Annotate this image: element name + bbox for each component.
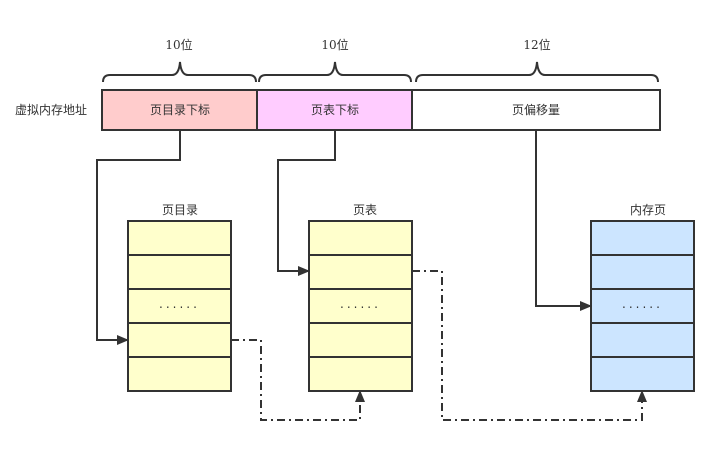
table-row <box>127 288 232 324</box>
table-row <box>127 254 232 290</box>
brace-offset <box>415 61 659 83</box>
table-row <box>308 356 413 392</box>
memory-page-table: ...... <box>590 220 695 392</box>
virtual-address-bar: 页目录下标 页表下标 页偏移量 <box>101 89 661 131</box>
ellipsis-label: ...... <box>622 297 663 311</box>
memory-page-title: 内存页 <box>630 203 666 217</box>
segment-table-index-label: 页表下标 <box>311 103 359 117</box>
page-table-title: 页表 <box>353 203 377 217</box>
arrow-table-index-to-page-table <box>277 130 336 276</box>
table-row <box>308 322 413 358</box>
table-row <box>127 322 232 358</box>
table-row <box>590 322 695 358</box>
segment-page-offset-label: 页偏移量 <box>512 102 560 117</box>
brace-label-directory-bits: 10位 <box>165 37 192 52</box>
table-row <box>308 254 413 290</box>
virtual-address-label: 虚拟内存地址 <box>15 103 87 117</box>
page-table-table: ...... <box>308 220 413 392</box>
segment-directory-index-label: 页目录下标 <box>150 103 210 117</box>
segment-directory-index <box>101 89 258 131</box>
brace-label-offset-bits: 12位 <box>523 37 550 52</box>
table-row <box>308 220 413 256</box>
table-row <box>590 356 695 392</box>
arrow-directory-entry-to-page-table <box>231 339 365 421</box>
ellipsis-label: ...... <box>340 297 381 311</box>
table-row <box>127 356 232 392</box>
brace-table <box>258 61 412 83</box>
arrow-offset-to-memory-page <box>535 130 592 311</box>
arrow-directory-index-to-directory <box>96 130 181 345</box>
brace-label-table-bits: 10位 <box>321 37 348 52</box>
table-row <box>127 220 232 256</box>
ellipsis-label: ...... <box>159 297 200 311</box>
page-directory-title: 页目录 <box>162 203 198 217</box>
page-directory-table: ...... <box>127 220 232 392</box>
table-row <box>590 220 695 256</box>
segment-table-index <box>256 89 413 131</box>
arrow-table-entry-to-memory-page <box>412 270 647 421</box>
table-row <box>590 254 695 290</box>
brace-directory <box>102 61 257 83</box>
